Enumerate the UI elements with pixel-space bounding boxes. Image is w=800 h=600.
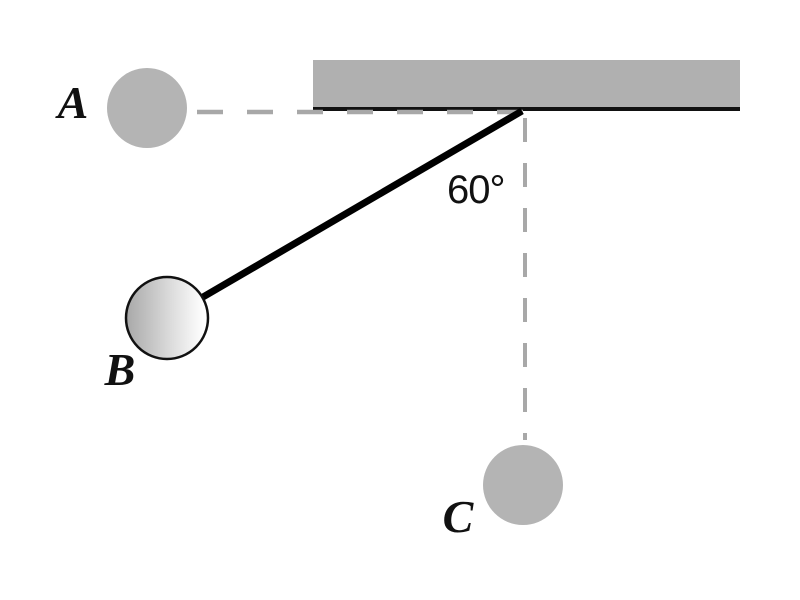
label-position-a: A [55,77,89,128]
label-position-b: B [104,344,136,395]
ceiling-underline [313,107,740,111]
pendulum-rod [201,107,524,301]
label-position-c: C [443,491,475,542]
angle-label: 60° [447,168,505,212]
ball-b [124,275,210,361]
ceiling-bar [313,60,740,107]
ball-a [107,68,187,148]
ball-c [483,445,563,525]
